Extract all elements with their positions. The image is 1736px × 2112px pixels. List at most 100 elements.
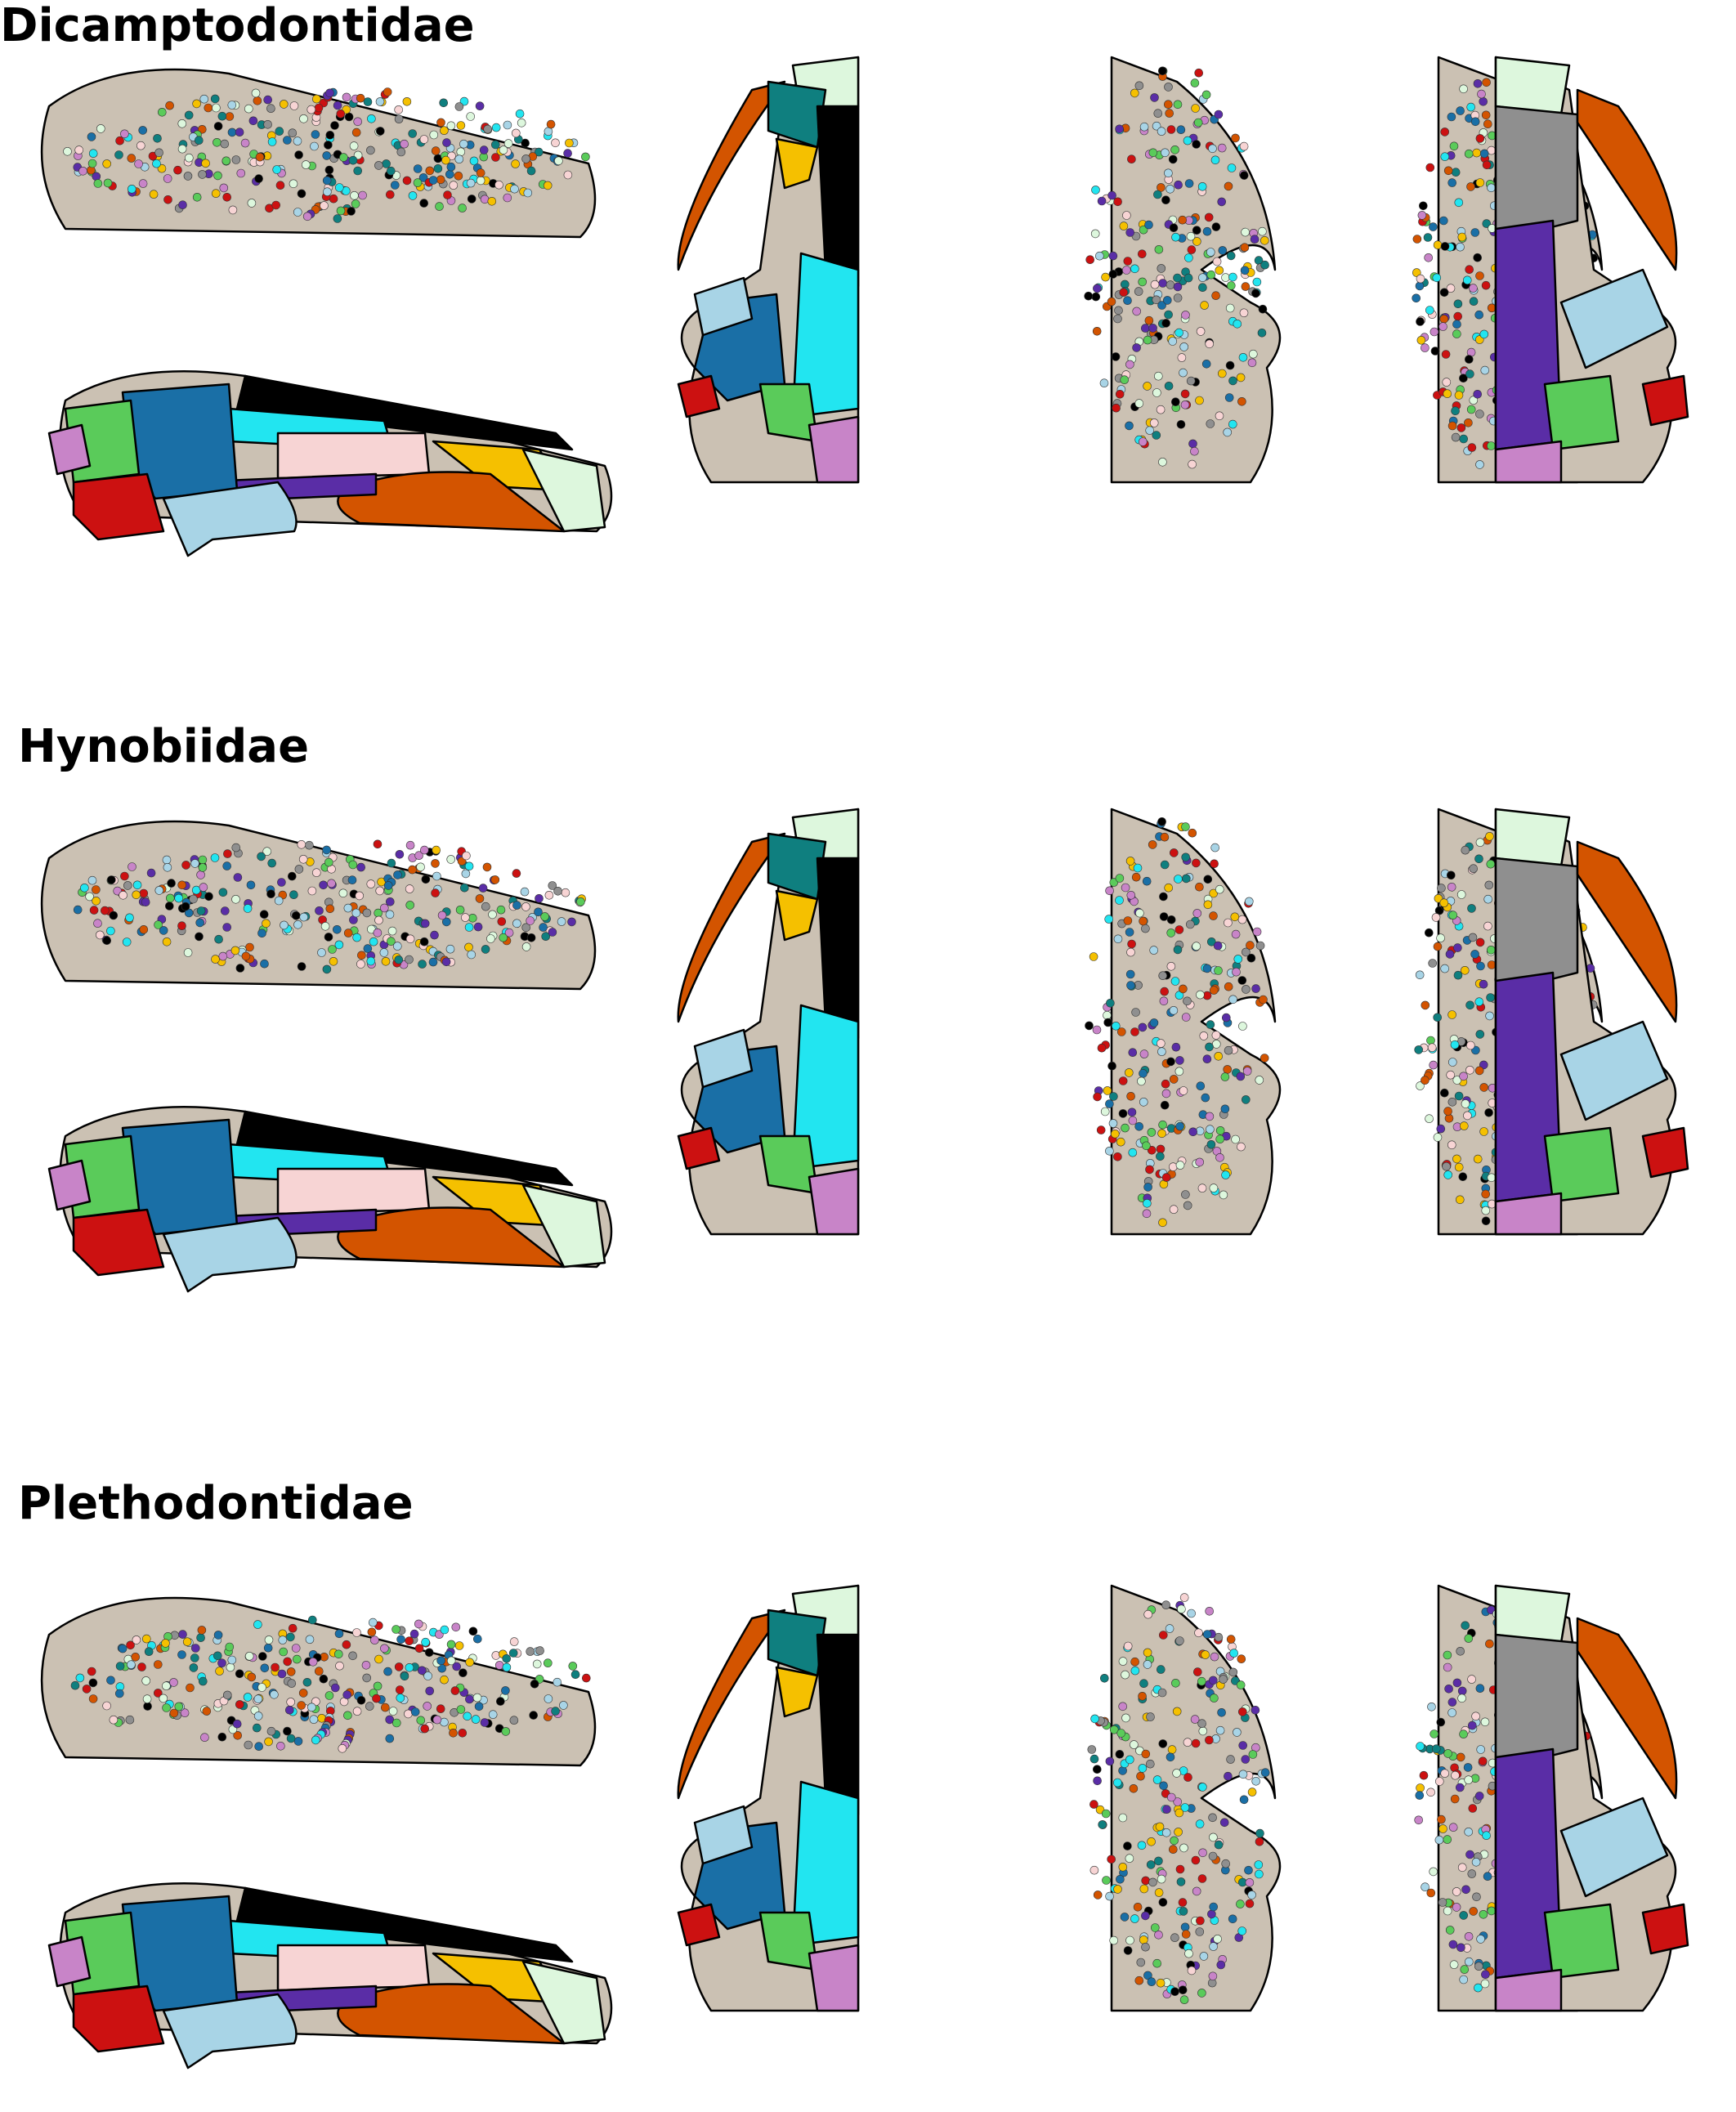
landmark-dot <box>245 942 254 952</box>
landmark-dot <box>283 1657 293 1667</box>
landmark-dot <box>548 881 557 890</box>
landmark-dot <box>162 1703 171 1712</box>
landmark-dot <box>405 955 414 964</box>
landmark-dot <box>394 1662 404 1671</box>
landmark-dot <box>254 174 263 183</box>
landmark-dot <box>425 1686 435 1696</box>
landmark-dot <box>375 97 385 106</box>
landmark-dot <box>1116 1137 1125 1147</box>
landmark-dot <box>499 145 508 154</box>
landmark-dot <box>1108 270 1118 279</box>
landmark-dot <box>1179 1907 1188 1916</box>
ventral-colored-view <box>1494 808 1689 1236</box>
landmark-dot <box>311 868 321 877</box>
landmark-dot <box>1143 335 1152 345</box>
landmark-dot <box>461 869 471 879</box>
quadrate-bone <box>1641 1903 1689 1955</box>
landmark-dot <box>1451 168 1461 177</box>
landmark-dot <box>266 889 275 898</box>
landmark-dot <box>1416 1081 1425 1090</box>
landmark-dot <box>1139 225 1148 235</box>
landmark-dot <box>1430 327 1439 337</box>
dorsal-mesh <box>1087 1584 1282 2012</box>
landmark-dot <box>1197 182 1207 191</box>
landmark-dot <box>1224 918 1233 928</box>
landmark-dot <box>1187 245 1197 254</box>
landmark-dot <box>490 140 500 150</box>
landmark-dot <box>1112 403 1121 413</box>
landmark-dot <box>197 1626 207 1635</box>
landmark-dot <box>1483 921 1492 931</box>
landmark-dot <box>1183 1201 1192 1210</box>
landmark-dot <box>1459 1911 1468 1920</box>
landmark-dot <box>1200 301 1209 310</box>
vomer-bone <box>1494 857 1579 991</box>
landmark-dot <box>435 202 444 211</box>
landmark-dot <box>1247 1788 1257 1797</box>
landmark-dot <box>1259 995 1268 1005</box>
landmark-dot <box>365 1702 374 1711</box>
landmark-dot <box>1154 1856 1163 1866</box>
landmark-dot <box>1208 1971 1218 1981</box>
landmark-dot <box>1170 977 1180 986</box>
landmark-dot <box>1206 248 1215 257</box>
landmark-dot <box>414 1619 423 1629</box>
landmark-dot <box>1194 68 1203 78</box>
landmark-dot <box>1251 1706 1260 1715</box>
landmark-dot <box>1160 832 1170 842</box>
landmark-dot <box>532 1659 542 1669</box>
landmark-dot <box>213 122 223 131</box>
landmark-dot <box>1192 226 1201 235</box>
landmark-dot <box>1239 141 1249 151</box>
landmark-dot <box>1453 943 1462 952</box>
landmark-dot <box>499 933 508 942</box>
landmark-dot <box>1457 1694 1466 1703</box>
landmark-dot <box>1167 1792 1176 1802</box>
landmark-dot <box>1161 1079 1170 1089</box>
landmark-dot <box>1466 1040 1475 1050</box>
landmark-dot <box>1454 1162 1464 1172</box>
lateral-mesh <box>40 820 597 991</box>
landmark-dot <box>1118 1813 1128 1823</box>
landmark-dot <box>102 1701 111 1711</box>
landmark-dot <box>1120 375 1129 385</box>
landmark-dot <box>439 98 449 108</box>
landmark-dot <box>1174 925 1184 934</box>
landmark-dot <box>213 138 221 147</box>
landmark-dot <box>1473 389 1482 399</box>
landmark-dot <box>1111 352 1121 361</box>
landmark-dot <box>1238 1022 1247 1031</box>
landmark-dot <box>546 119 556 129</box>
landmark-dot <box>1421 1000 1430 1010</box>
landmark-dot <box>1181 822 1190 831</box>
landmark-dot <box>1456 890 1466 899</box>
landmark-dot <box>1452 1076 1462 1085</box>
landmark-dot <box>530 1680 539 1689</box>
landmark-dot <box>1456 1943 1465 1953</box>
landmark-dot <box>1191 1855 1201 1865</box>
landmark-dot <box>1216 1960 1226 1970</box>
landmark-dot <box>1220 1104 1230 1114</box>
landmark-dot <box>1174 1808 1184 1818</box>
landmark-dot <box>436 175 445 185</box>
pterygoid-bone <box>1559 268 1669 369</box>
landmark-dot <box>568 1662 578 1671</box>
landmark-dot <box>1419 1770 1429 1780</box>
landmark-dot <box>1468 1804 1478 1813</box>
landmark-dot <box>382 159 391 168</box>
landmark-dot <box>1198 1726 1208 1736</box>
landmark-dot <box>1121 1670 1130 1680</box>
landmark-dot <box>1091 186 1100 195</box>
landmark-dot <box>1254 1860 1264 1869</box>
landmark-dot <box>222 193 232 202</box>
landmark-dot <box>1129 1784 1139 1793</box>
landmark-dot <box>1227 281 1236 290</box>
landmark-dot <box>211 189 221 198</box>
landmark-dot <box>1180 400 1190 409</box>
dorsal-mesh-view <box>1084 56 1282 484</box>
landmark-dot <box>325 88 334 98</box>
landmark-dot <box>92 897 101 906</box>
landmark-dot <box>1158 1120 1167 1130</box>
landmark-dot <box>1197 1719 1206 1728</box>
landmark-dot <box>251 88 261 98</box>
